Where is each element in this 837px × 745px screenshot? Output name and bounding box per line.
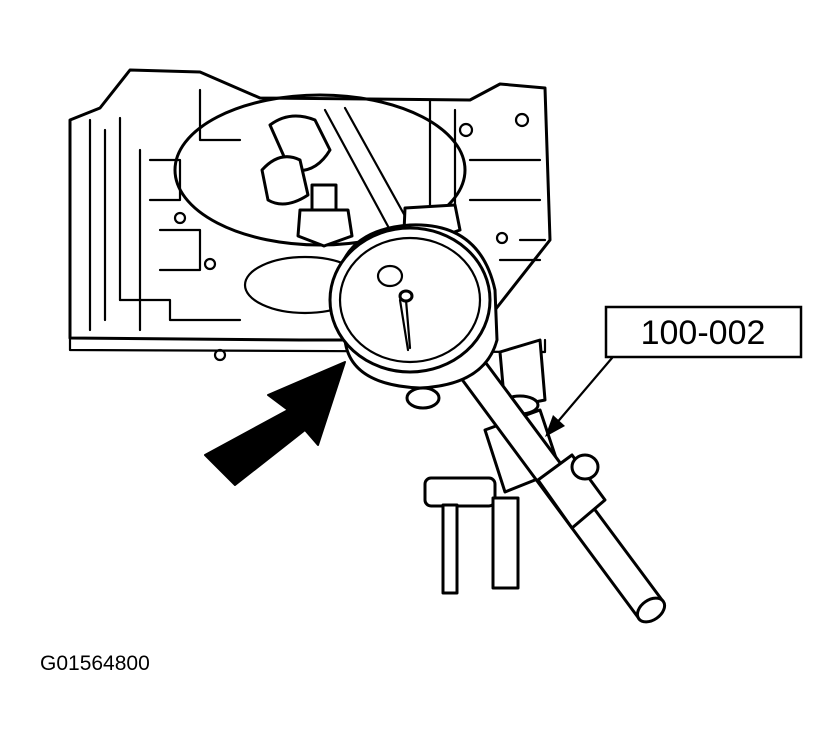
tool-callout: 100-002 — [604, 305, 803, 359]
figure-id: G01564800 — [40, 652, 150, 675]
bolt-upper — [260, 114, 332, 206]
pointer-arrow — [204, 361, 346, 486]
rod-clamp — [536, 453, 607, 530]
callout-leader — [545, 356, 614, 437]
dial-indicator — [328, 223, 499, 410]
tool-number-label: 100-002 — [641, 314, 766, 352]
hex-bolt — [296, 183, 354, 248]
